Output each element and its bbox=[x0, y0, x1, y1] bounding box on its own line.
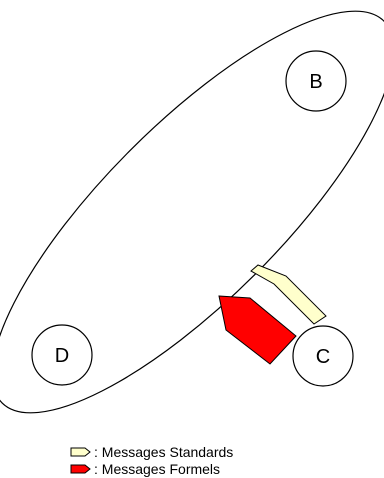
node-c-circle bbox=[292, 325, 354, 387]
legend-item-standard: : Messages Standards bbox=[70, 444, 233, 460]
standard-message-arrow bbox=[250, 264, 327, 325]
legend: : Messages Standards : Messages Formels bbox=[70, 444, 233, 477]
node-d: D bbox=[31, 324, 93, 386]
formal-message-arrow bbox=[218, 295, 297, 365]
node-b-label: B bbox=[309, 71, 322, 93]
legend-standard-swatch bbox=[70, 447, 91, 457]
node-d-label: D bbox=[55, 345, 69, 367]
node-c: C bbox=[292, 325, 354, 387]
legend-item-formal: : Messages Formels bbox=[70, 461, 220, 477]
node-c-label: C bbox=[316, 346, 330, 368]
legend-formal-label: : Messages Formels bbox=[94, 461, 220, 477]
node-d-circle bbox=[31, 324, 93, 386]
legend-standard-label: : Messages Standards bbox=[94, 444, 233, 460]
legend-formal-swatch bbox=[70, 464, 91, 474]
node-b: B bbox=[285, 50, 347, 112]
node-b-circle bbox=[285, 50, 347, 112]
